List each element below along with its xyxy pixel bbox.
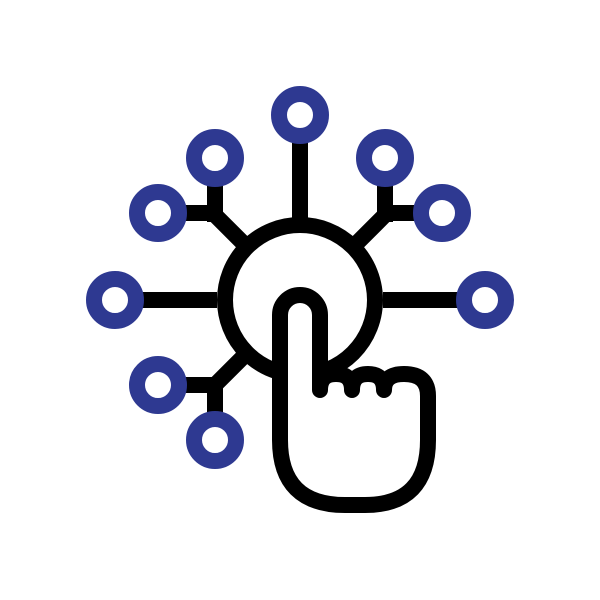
connector-lines	[140, 140, 460, 416]
network-node-3	[186, 129, 244, 187]
pointing-hand-icon	[272, 287, 436, 513]
network-node-7	[129, 356, 187, 414]
network-nodes	[86, 86, 514, 469]
connector-branch-upper-left	[182, 182, 256, 256]
network-node-0	[271, 86, 329, 144]
network-node-4	[356, 129, 414, 187]
network-node-5	[129, 184, 187, 242]
connector-branch-lower-left	[182, 344, 256, 416]
network-node-1	[86, 271, 144, 329]
network-node-6	[413, 184, 471, 242]
connector-branch-upper-right	[344, 182, 418, 256]
network-node-8	[186, 411, 244, 469]
network-node-2	[456, 271, 514, 329]
